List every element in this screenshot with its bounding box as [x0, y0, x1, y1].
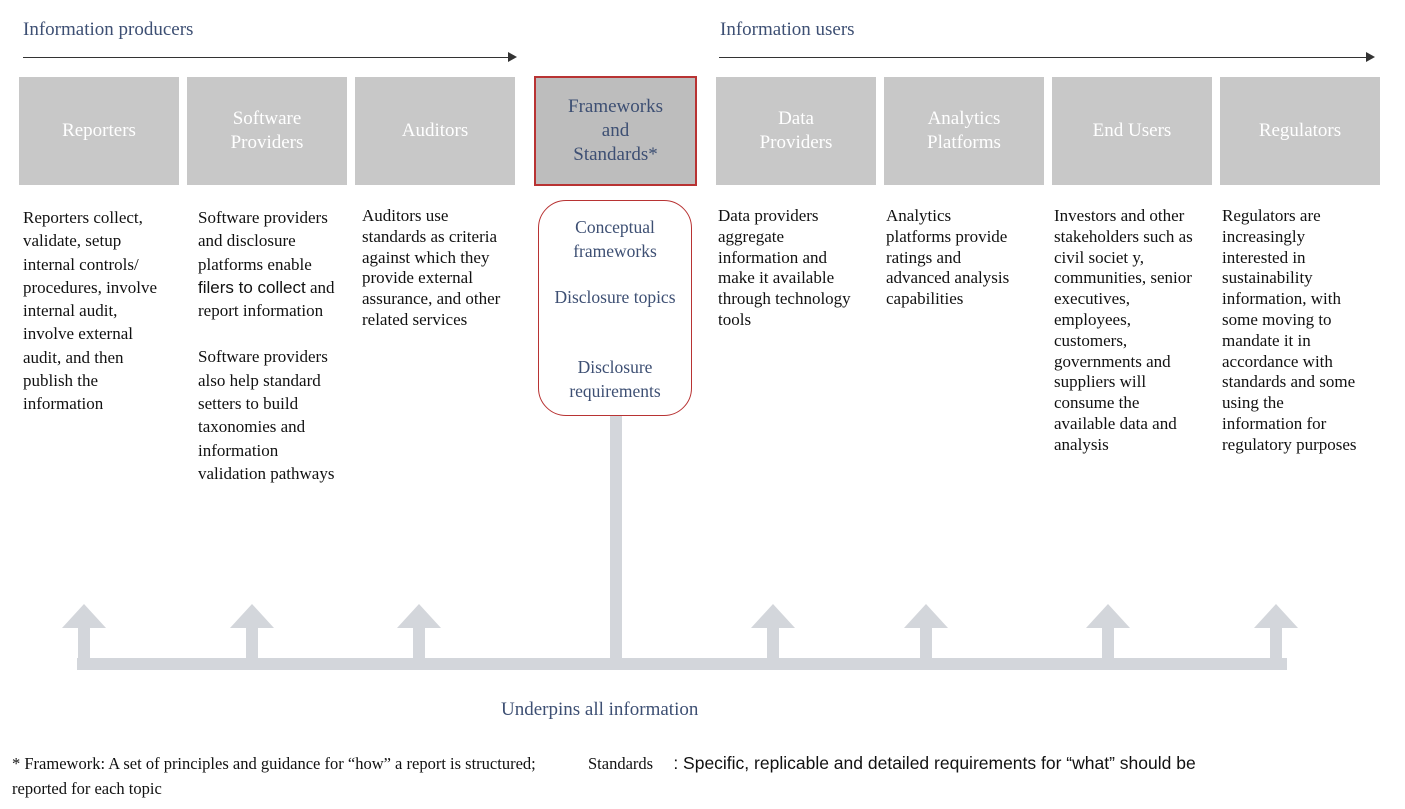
box-software-providers-label: Software Providers: [230, 108, 304, 153]
information-users-label: Information users: [720, 19, 855, 40]
desc-software-para1: Software providers and disclosure platfo…: [198, 206, 340, 322]
box-end-users: End Users: [1052, 77, 1212, 185]
desc-software-1b: filers to collect: [198, 277, 306, 297]
desc-reporters: Reporters collect, validate, setup inter…: [23, 206, 171, 416]
desc-auditors-text: Auditors use standards as criteria again…: [362, 206, 501, 329]
box-data-providers: Data Providers: [716, 77, 876, 185]
box-software-providers: Software Providers: [187, 77, 347, 185]
fw-item-topics: Disclosure topics: [554, 287, 676, 307]
footnote-line2: reported for each topic: [12, 779, 162, 798]
desc-regulators: Regulators are increasingly interested i…: [1222, 206, 1364, 456]
box-reporters-label: Reporters: [62, 120, 136, 141]
desc-software-para2: Software providers also help standard se…: [198, 347, 335, 483]
connector-stem: [610, 416, 622, 668]
up-arrow-regulators: [1254, 604, 1298, 667]
box-end-users-label: End Users: [1092, 120, 1172, 141]
box-frameworks-label: Frameworks and Standards*: [568, 96, 663, 165]
desc-end-users-text: Investors and other stakeholders such as…: [1054, 206, 1193, 454]
desc-analytics-text: Analytics platforms provide ratings and …: [886, 206, 1010, 309]
box-frameworks-and-standards: Frameworks and Standards*: [534, 76, 697, 186]
desc-end-users: Investors and other stakeholders such as…: [1054, 206, 1194, 456]
box-reporters: Reporters: [19, 77, 179, 185]
footnote-standards: : Specific, replicable and detailed requ…: [673, 753, 1196, 773]
desc-analytics: Analytics platforms provide ratings and …: [886, 206, 1018, 310]
up-arrow-reporters: [62, 604, 106, 667]
footnote: * Framework: A set of principles and gui…: [12, 751, 1392, 801]
box-data-providers-label: Data Providers: [759, 108, 833, 153]
fw-item-conceptual: Conceptual frameworks: [573, 217, 657, 261]
desc-software-1c: and report information: [198, 277, 335, 321]
footnote-framework: * Framework: A set of principles and gui…: [12, 754, 536, 773]
desc-reporters-text: Reporters collect, validate, setup inter…: [23, 208, 158, 414]
up-arrow-analytics: [904, 604, 948, 667]
up-arrow-end-users: [1086, 604, 1130, 667]
fw-item-requirements: Disclosure requirements: [569, 357, 661, 401]
box-analytics-platforms: Analytics Platforms: [884, 77, 1044, 185]
producers-arrow-head: [508, 52, 517, 62]
box-regulators: Regulators: [1220, 77, 1380, 185]
desc-auditors: Auditors use standards as criteria again…: [362, 206, 502, 331]
desc-software-1a: Software providers and disclosure platfo…: [198, 208, 328, 274]
box-auditors-label: Auditors: [401, 120, 469, 141]
frameworks-list-oval: Conceptual frameworks Disclosure topics …: [538, 200, 692, 416]
users-arrow-line: [719, 57, 1367, 58]
box-analytics-label: Analytics Platforms: [927, 108, 1001, 153]
footnote-standards-label: Standards: [587, 754, 654, 773]
box-auditors: Auditors: [355, 77, 515, 185]
desc-data-providers-text: Data providers aggregate information and…: [718, 206, 851, 329]
underpins-label: Underpins all information: [501, 699, 699, 720]
connector-bar: [77, 658, 1287, 670]
up-arrow-auditors: [397, 604, 441, 667]
up-arrow-software: [230, 604, 274, 667]
desc-regulators-text: Regulators are increasingly interested i…: [1222, 206, 1357, 454]
users-arrow-head: [1366, 52, 1375, 62]
up-arrow-data-providers: [751, 604, 795, 667]
desc-software-providers: Software providers and disclosure platfo…: [198, 206, 340, 485]
box-regulators-label: Regulators: [1258, 120, 1342, 141]
information-producers-label: Information producers: [23, 19, 194, 40]
producers-arrow-line: [23, 57, 509, 58]
desc-data-providers: Data providers aggregate information and…: [718, 206, 868, 331]
